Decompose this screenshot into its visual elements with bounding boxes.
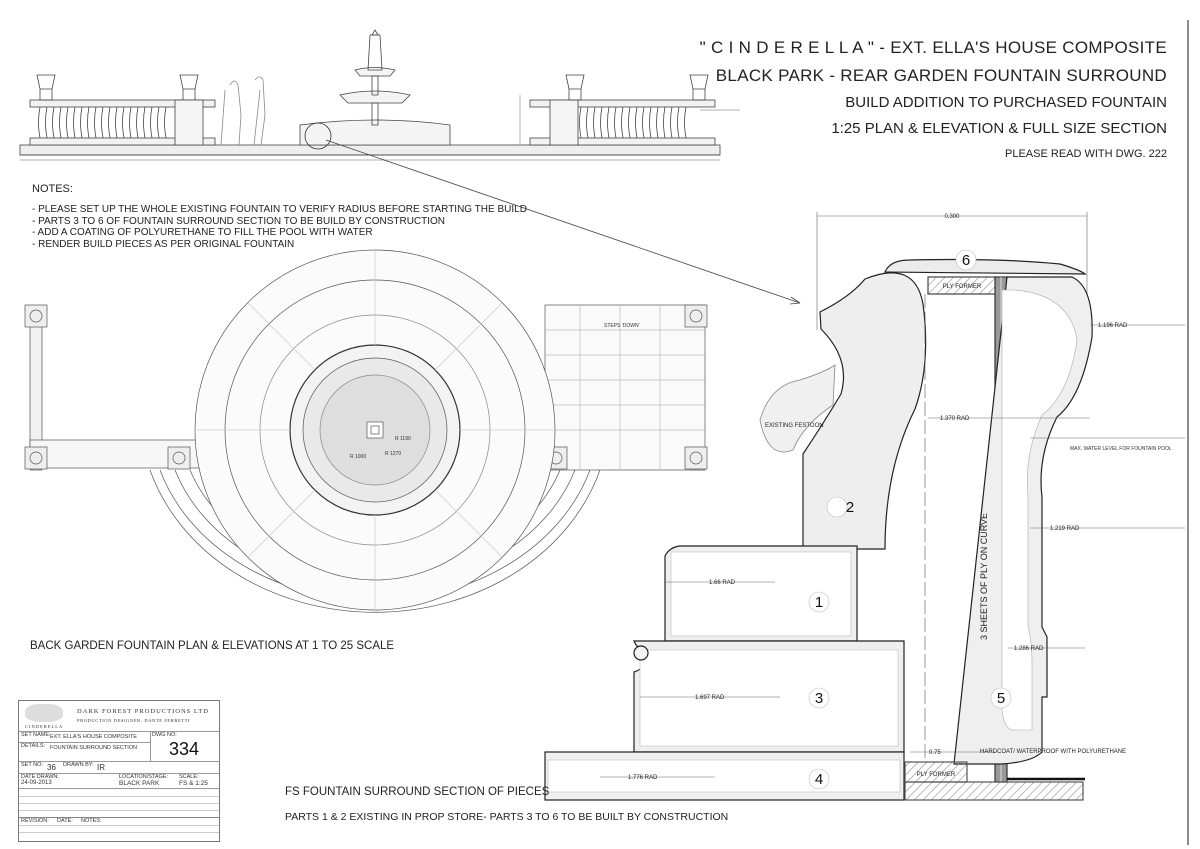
location: BLACK PARK [119, 780, 160, 787]
section-subcaption: PARTS 1 & 2 EXISTING IN PROP STORE- PART… [285, 811, 729, 823]
details: FOUNTAIN SURROUND SECTION [50, 745, 137, 751]
drawing-title: " C I N D E R E L L A " - EXT. ELLA'S HO… [699, 38, 1167, 57]
fountain-elevation [19, 29, 801, 305]
section-caption: FS FOUNTAIN SURROUND SECTION OF PIECES [285, 786, 550, 798]
note-item: - ADD A COATING OF POLYURETHANE TO FILL … [32, 227, 373, 238]
plan-radius-label: R 1270 [385, 451, 401, 457]
drawing-description: BUILD ADDITION TO PURCHASED FOUNTAIN [845, 94, 1167, 111]
set-no: 36 [47, 763, 56, 772]
drawing-number: 334 [169, 739, 200, 759]
company-name: DARK FOREST PRODUCTIONS LTD [77, 708, 209, 715]
hardcoat-label: HARDCOAT/ WATERPROOF WITH POLYURETHANE [980, 749, 1126, 755]
radius-1697-label: 1.697 RAD [695, 695, 725, 701]
note-item: - PARTS 3 TO 6 OF FOUNTAIN SURROUND SECT… [32, 215, 446, 227]
ply-former-top-label: PLY FORMER [943, 284, 982, 290]
drawing-scale-note: 1:25 PLAN & ELEVATION & FULL SIZE SECTIO… [831, 120, 1167, 137]
production-designer: PRODUCTION DESIGNER: DANTE FERRETTI [77, 718, 191, 723]
dwg-no-label: DWG NO: [152, 732, 177, 738]
logo-text: CINDERELLA [25, 724, 64, 729]
water-level-label: MAX. WATER LEVEL FOR FOUNTAIN POOL [1070, 446, 1172, 452]
radius-1196-label: 1.196 RAD [1098, 323, 1128, 329]
ply-sheets-label: 3 SHEETS OF PLY ON CURVE [979, 513, 989, 640]
scale-label: SCALE: [179, 774, 199, 780]
piece-number-6: 6 [962, 252, 970, 269]
drawing-subtitle: BLACK PARK - REAR GARDEN FOUNTAIN SURROU… [715, 66, 1167, 85]
note-item: - RENDER BUILD PIECES AS PER ORIGINAL FO… [32, 238, 295, 250]
section-labels: 6 2 1 3 4 5 0.300 PLY FORMER PLY FORMER … [628, 214, 1172, 788]
detail-arrow [325, 139, 801, 304]
set-no-label: SET NO: [21, 762, 43, 768]
set-name-label: SET NAME: [21, 732, 51, 738]
notes-heading: NOTES: [32, 183, 73, 195]
set-name: EXT. ELLA'S HOUSE COMPOSITE [50, 734, 137, 740]
date-drawn: 24-09-2013 [21, 780, 52, 786]
piece-number-1: 1 [815, 594, 823, 611]
radius-1219-label: 1.219 RAD [1050, 526, 1080, 532]
plan-radius-label: R 1190 [395, 436, 411, 442]
radius-1286-label: 1.286 RAD [1014, 646, 1044, 652]
fountain-plan: R 1190 R 1270 R 1000 STEPS 'DOWN' [24, 249, 708, 613]
note-item: - PLEASE SET UP THE WHOLE EXISTING FOUNT… [32, 204, 527, 215]
location-label: LOCATION/STAGE: [119, 774, 168, 780]
title-block: CINDERELLA DARK FOREST PRODUCTIONS LTD P… [18, 700, 220, 842]
drawn-by-label: DRAWN BY: [63, 762, 94, 768]
dim-075-label: 0.75 [929, 750, 941, 756]
drawn-by: IR [97, 763, 105, 772]
drawing-reference-note: PLEASE READ WITH DWG. 222 [1005, 148, 1167, 160]
piece-number-4: 4 [815, 771, 823, 788]
plan-radius-label: R 1000 [350, 454, 366, 460]
notes-list: - PLEASE SET UP THE WHOLE EXISTING FOUNT… [32, 204, 527, 250]
dim-overall-width: 0.300 [944, 214, 960, 220]
piece-number-3: 3 [815, 690, 823, 707]
radius-166-label: 1.66 RAD [709, 580, 736, 586]
existing-festoon-label: EXISTING FESTOON [765, 423, 824, 429]
radius-1776-label: 1.776 RAD [628, 775, 658, 781]
revision-date-label: DATE: [57, 818, 73, 824]
revision-notes-label: NOTES: [81, 818, 102, 824]
details-label: DETAILS: [21, 743, 46, 749]
date-drawn-label: DATE DRAWN: [21, 774, 59, 780]
ply-former-bottom-label: PLY FORMER [917, 772, 956, 778]
piece-number-2: 2 [846, 499, 854, 516]
plan-steps-label: STEPS 'DOWN' [604, 323, 640, 329]
scale: FS & 1:25 [179, 780, 208, 787]
company-logo [25, 704, 63, 722]
plan-caption: BACK GARDEN FOUNTAIN PLAN & ELEVATIONS A… [30, 640, 395, 652]
fountain-surround-section [544, 212, 1185, 801]
radius-1370-label: 1.370 RAD [940, 416, 970, 422]
revision-label: REVISION: [21, 818, 49, 824]
piece-number-5: 5 [997, 690, 1005, 707]
